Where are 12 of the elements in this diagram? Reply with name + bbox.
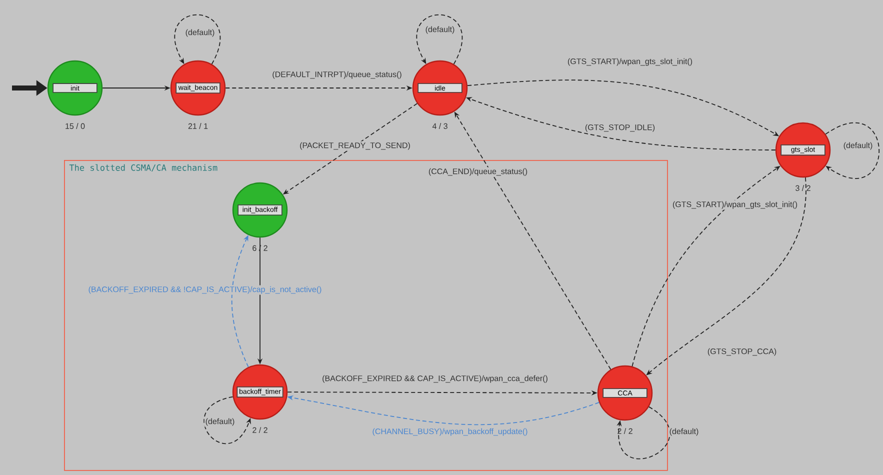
state-count: 4 / 3 xyxy=(432,123,448,129)
state-count: 2 / 2 xyxy=(252,427,268,433)
arrow xyxy=(416,14,463,65)
arrow xyxy=(825,122,880,179)
arrow xyxy=(204,396,251,444)
state-count: 3 / 2 xyxy=(796,185,810,191)
arrow xyxy=(174,14,221,65)
arrow xyxy=(616,406,670,460)
state-count: 15 / 0 xyxy=(66,123,85,129)
state-count: 21 / 1 xyxy=(188,123,208,129)
state-count: 2 / 2 xyxy=(618,428,632,434)
state-count: 6 / 2 xyxy=(252,245,268,251)
